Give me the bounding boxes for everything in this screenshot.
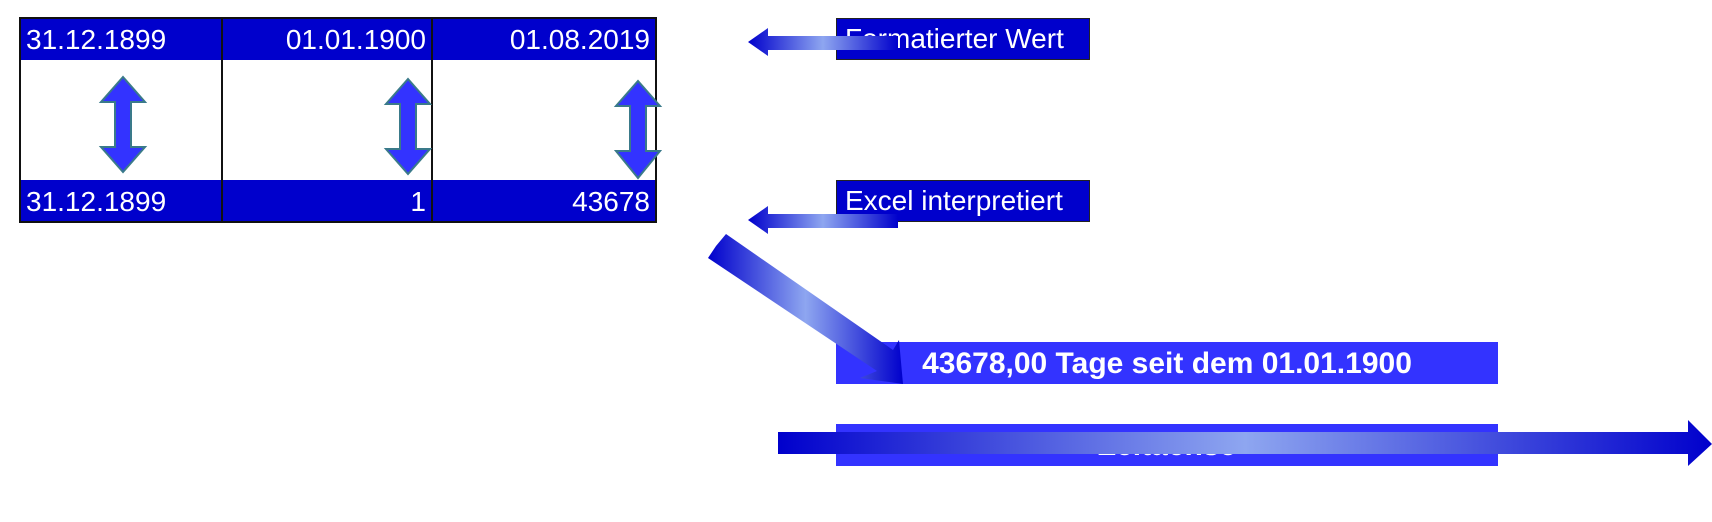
table-grid: [19, 17, 657, 223]
time-axis-arrow-icon: [778, 420, 1712, 466]
interpreted-value-cell-2: 1: [222, 180, 432, 222]
excel-interpreted-label: Excel interpretiert: [836, 180, 1090, 222]
double-arrow-icon-2: [383, 77, 433, 176]
interpreted-value-cell-3: 43678: [432, 180, 656, 222]
double-arrow-icon-1: [98, 75, 148, 174]
left-arrow-icon-1: [748, 28, 898, 56]
left-arrow-icon-2: [748, 206, 898, 234]
days-since-bar: 43678,00 Tage seit dem 01.01.1900: [836, 342, 1498, 384]
formatted-value-cell-2: 01.01.1900: [222, 18, 432, 60]
formatted-value-label: Formatierter Wert: [836, 18, 1090, 60]
double-arrow-icon-3: [613, 79, 663, 180]
formatted-value-cell-1: 31.12.1899: [20, 18, 222, 60]
formatted-value-cell-3: 01.08.2019: [432, 18, 656, 60]
arrow-cell-3: [432, 60, 656, 180]
diagonal-arrow-icon: [708, 234, 903, 384]
interpreted-value-cell-1: 31.12.1899: [20, 180, 222, 222]
